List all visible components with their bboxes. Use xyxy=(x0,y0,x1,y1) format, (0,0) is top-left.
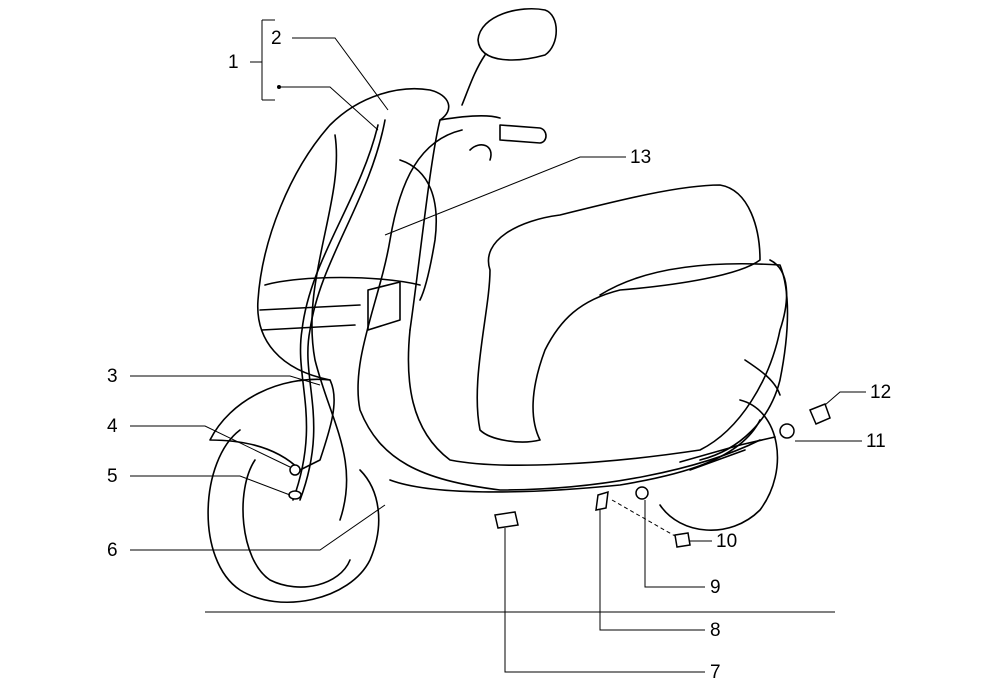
callout-7: 7 xyxy=(710,662,721,683)
handlebar xyxy=(439,115,501,121)
callout-10: 10 xyxy=(716,531,738,552)
part-5 xyxy=(288,490,302,500)
callout-3: 3 xyxy=(107,366,118,387)
callout-1: 1 xyxy=(228,52,239,73)
callout-4: 4 xyxy=(107,416,118,437)
part-12 xyxy=(809,403,831,425)
callout-11: 11 xyxy=(866,431,886,452)
front-shield xyxy=(257,87,450,381)
callout-2: 2 xyxy=(271,28,282,49)
callout-9: 9 xyxy=(710,577,721,598)
seat xyxy=(476,184,761,443)
mirror xyxy=(461,8,558,106)
rear-wheel xyxy=(659,399,779,531)
brake-cable xyxy=(311,134,348,521)
leader-lines xyxy=(130,19,866,673)
callout-6: 6 xyxy=(107,540,118,561)
part-8 xyxy=(595,490,609,511)
callout-13: 13 xyxy=(630,147,652,168)
callout-5: 5 xyxy=(107,466,118,487)
part-9 xyxy=(635,486,649,500)
front-fender xyxy=(209,378,335,471)
part-7 xyxy=(494,511,519,529)
rear-brake-cable xyxy=(357,129,761,491)
part-10 xyxy=(674,532,691,548)
throttle-cable xyxy=(299,119,386,501)
callout-8: 8 xyxy=(710,620,721,641)
callout-12: 12 xyxy=(870,382,892,403)
front-wheel xyxy=(207,429,380,603)
part-11 xyxy=(779,423,795,439)
part-4 xyxy=(289,464,301,476)
body xyxy=(407,259,788,466)
